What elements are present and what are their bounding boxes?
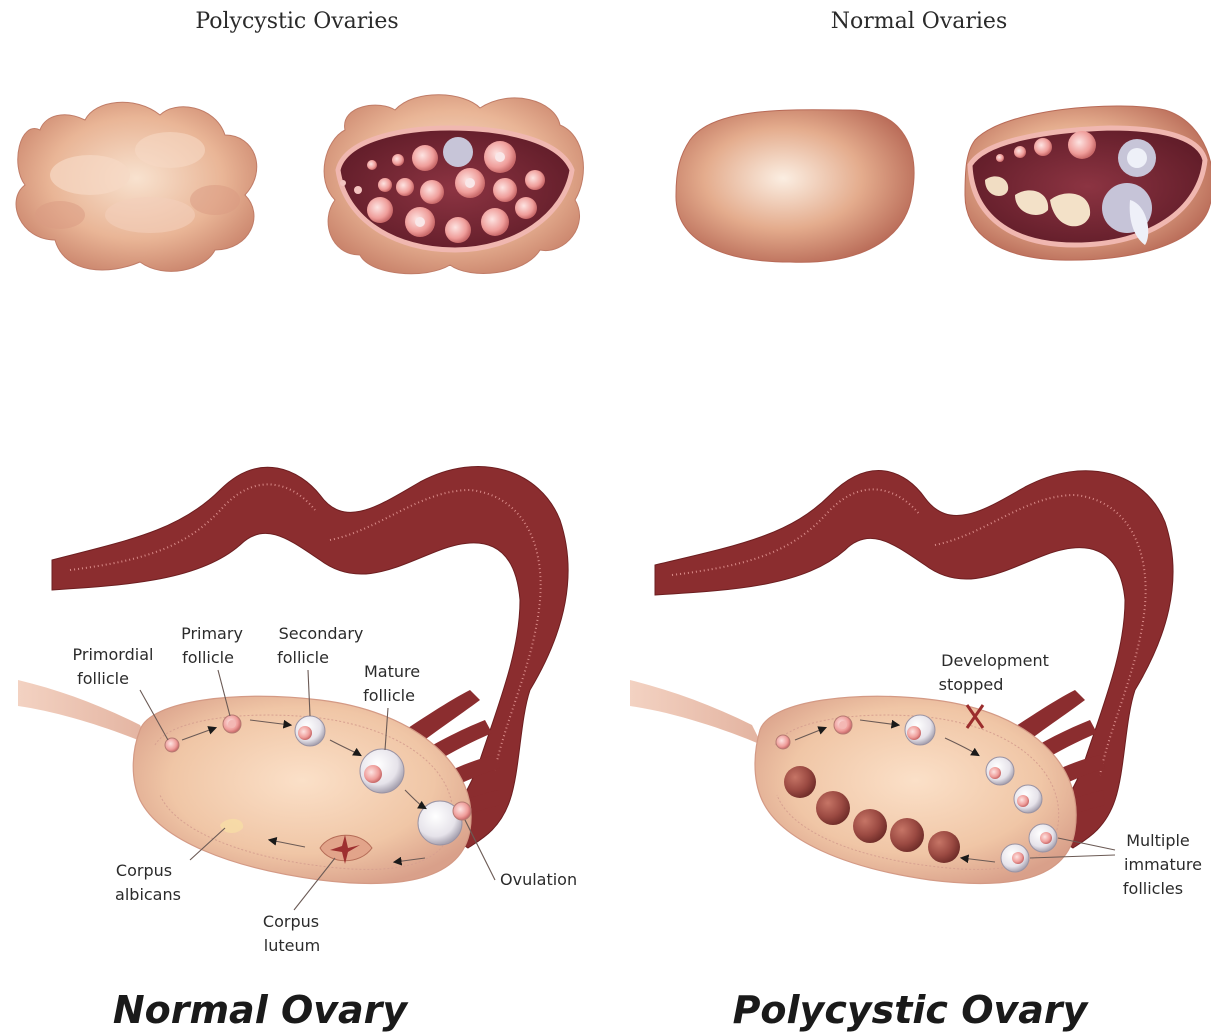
heading-polycystic-ovaries: Polycystic Ovaries (195, 9, 398, 34)
label-mature-line2: follicle (363, 686, 415, 705)
label-primordial-line1: Primordial (73, 645, 154, 664)
label-mature-line1: Mature (364, 662, 420, 681)
label-multiple-line3: follicles (1123, 879, 1183, 898)
label-primordial-line2: follicle (77, 669, 129, 688)
title-polycystic-ovary: Polycystic Ovary (733, 988, 1090, 1032)
label-luteum-line1: Corpus (263, 912, 319, 931)
polycystic-ovary-cross-section (324, 95, 583, 274)
label-multiple-line1: Multiple (1126, 831, 1190, 850)
label-primary-line1: Primary (181, 624, 243, 643)
label-multiple-line2: immature (1124, 855, 1202, 874)
normal-ovary-cross-section (965, 106, 1211, 260)
label-albicans-line2: albicans (115, 885, 181, 904)
label-development-line2: stopped (939, 675, 1004, 694)
heading-normal-ovaries: Normal Ovaries (831, 9, 1007, 34)
label-secondary-line1: Secondary (279, 624, 364, 643)
label-luteum-line2: luteum (264, 936, 320, 955)
label-development-stopped: Development stopped (939, 651, 1049, 694)
polycystic-ovary-exterior (16, 102, 257, 271)
title-normal-ovary: Normal Ovary (113, 988, 410, 1032)
polycystic-ovary-diagram (630, 471, 1173, 884)
label-albicans-line1: Corpus (116, 861, 172, 880)
label-secondary-line2: follicle (277, 648, 329, 667)
label-primary-line2: follicle (182, 648, 234, 667)
normal-ovary-exterior (676, 110, 914, 262)
label-ovulation-text: Ovulation (500, 870, 577, 889)
label-development-line1: Development (941, 651, 1049, 670)
